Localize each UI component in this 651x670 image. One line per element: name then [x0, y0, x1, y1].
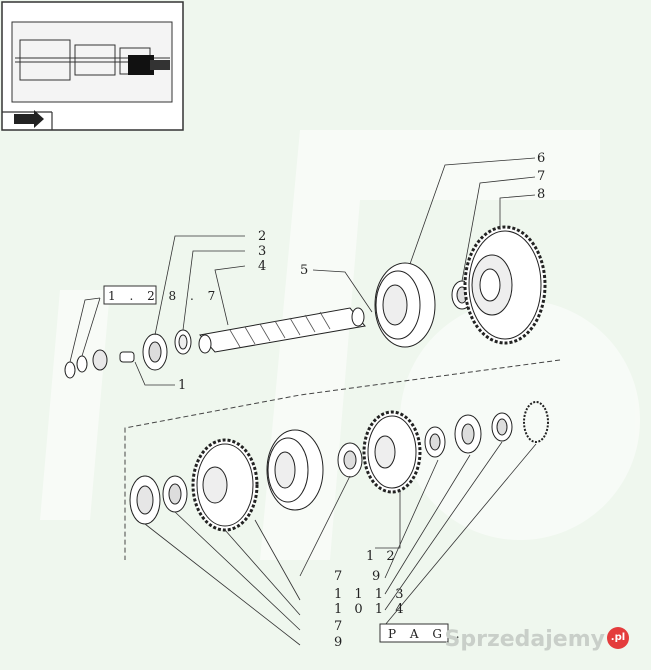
callout-9b: 9: [334, 635, 342, 650]
page-box[interactable]: P A G .: [379, 623, 465, 643]
part-lower-nut[interactable]: [491, 412, 513, 442]
part-lower-bearing-b[interactable]: [454, 414, 482, 454]
overview-thumbnail[interactable]: [1, 1, 184, 131]
callout-1113: 1 1 1 3: [334, 587, 407, 602]
callout-12: 1 2: [366, 549, 399, 564]
callout-9: 9: [372, 569, 380, 584]
callout-1014: 1 0 1 4: [334, 602, 407, 617]
arrow-icon: [14, 110, 44, 128]
part-1-bearing[interactable]: [142, 333, 168, 371]
part-8-gear[interactable]: [463, 225, 547, 345]
part-4-shaft[interactable]: [198, 307, 366, 354]
part-snap-rings[interactable]: [64, 349, 108, 379]
part-3-ring[interactable]: [174, 329, 192, 355]
callout-8: 8: [537, 187, 545, 202]
part-6-synchro-hub[interactable]: [374, 262, 436, 348]
watermark: Sprzedajemy.pl: [444, 627, 629, 652]
part-lower-sleeve[interactable]: [162, 475, 188, 513]
background-logo: [40, 130, 640, 560]
part-lower-washer[interactable]: [424, 426, 446, 458]
part-lower-gear-b[interactable]: [362, 410, 422, 494]
callout-2: 2: [258, 229, 266, 244]
callout-5: 5: [300, 263, 308, 278]
callout-7b: 7: [334, 569, 342, 584]
reference-box-text: 1 . 2 8 . 7: [108, 289, 220, 303]
part-lower-bushing[interactable]: [337, 442, 363, 478]
leader-lines: [69, 157, 537, 646]
callout-7c: 7: [334, 619, 342, 634]
watermark-text: Sprzedajemy: [444, 627, 606, 652]
callout-6: 6: [537, 151, 545, 166]
assembly-guide: [124, 359, 561, 560]
part-lower-ring[interactable]: [523, 401, 549, 443]
callout-4: 4: [258, 259, 266, 274]
part-pin[interactable]: [119, 351, 135, 363]
watermark-badge: .pl: [607, 627, 629, 649]
callout-1: 1: [178, 378, 186, 393]
reference-box[interactable]: 1 . 2 8 . 7: [103, 285, 220, 305]
part-lower-synchro[interactable]: [266, 429, 324, 511]
part-lower-gear-a[interactable]: [191, 438, 259, 532]
callout-7: 7: [537, 169, 545, 184]
part-lower-bearing[interactable]: [129, 475, 161, 525]
page-box-text: P A G .: [388, 627, 465, 641]
callout-3: 3: [258, 244, 266, 259]
